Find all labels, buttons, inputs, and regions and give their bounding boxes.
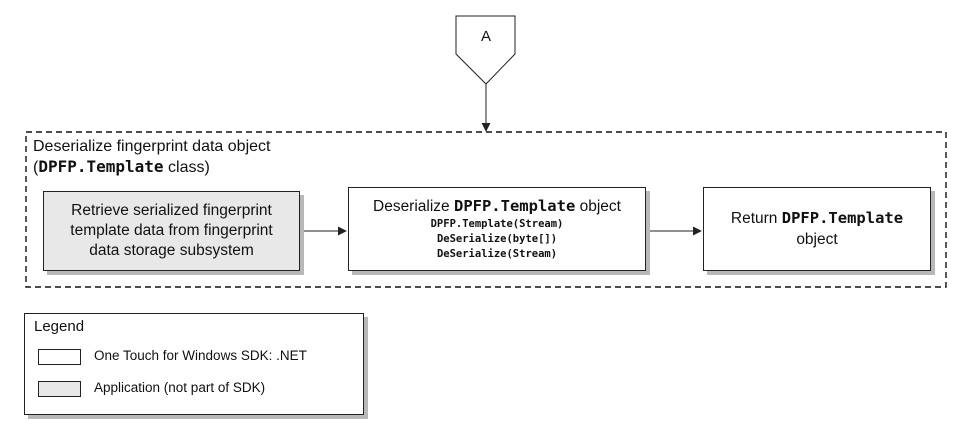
- legend-label-application: Application (not part of SDK): [94, 380, 266, 395]
- group-title-line1: Deserialize fingerprint data object: [33, 138, 271, 155]
- method-deserialize-stream: DeSerialize(Stream): [436, 248, 558, 260]
- deserialize-heading: Deserialize DPFP.Template object: [373, 196, 621, 217]
- group-boundary: [25, 131, 947, 288]
- return-step: Return DPFP.Template object: [703, 187, 931, 271]
- retrieve-data-step: Retrieve serialized fingerprint template…: [43, 191, 300, 271]
- deserialize-step: Deserialize DPFP.Template object DPFP.Te…: [348, 187, 646, 271]
- group-title-line2: (DPFP.Template class): [33, 157, 270, 178]
- off-page-connector-shape: [455, 15, 516, 85]
- deserialize-prefix: Deserialize: [373, 198, 454, 215]
- legend-label-sdk: One Touch for Windows SDK: .NET: [94, 348, 307, 363]
- legend-swatch-sdk: [38, 349, 81, 365]
- group-title: Deserialize fingerprint data object (DPF…: [33, 137, 270, 178]
- deserialize-code: DPFP.Template: [453, 197, 576, 215]
- method-constructor: DPFP.Template(Stream): [430, 218, 564, 230]
- deserialize-suffix: object: [575, 198, 621, 215]
- group-title-code: DPFP.Template: [38, 157, 164, 176]
- return-line-2: object: [796, 231, 838, 248]
- legend-swatch-application: [38, 381, 81, 397]
- return-line-1: Return DPFP.Template: [731, 208, 903, 229]
- legend: Legend One Touch for Windows SDK: .NET A…: [24, 313, 364, 415]
- group-title-open: (: [33, 159, 39, 176]
- connector-label: A: [480, 28, 491, 45]
- legend-title: Legend: [34, 318, 85, 335]
- group-title-rest: class): [163, 159, 210, 176]
- retrieve-line-3: data storage subsystem: [89, 242, 254, 259]
- method-deserialize-bytes: DeSerialize(byte[]): [436, 233, 558, 245]
- retrieve-line-1: Retrieve serialized fingerprint: [71, 202, 272, 219]
- retrieve-line-2: template data from fingerprint: [70, 222, 273, 239]
- return-prefix: Return: [730, 210, 782, 227]
- return-code: DPFP.Template: [781, 209, 904, 227]
